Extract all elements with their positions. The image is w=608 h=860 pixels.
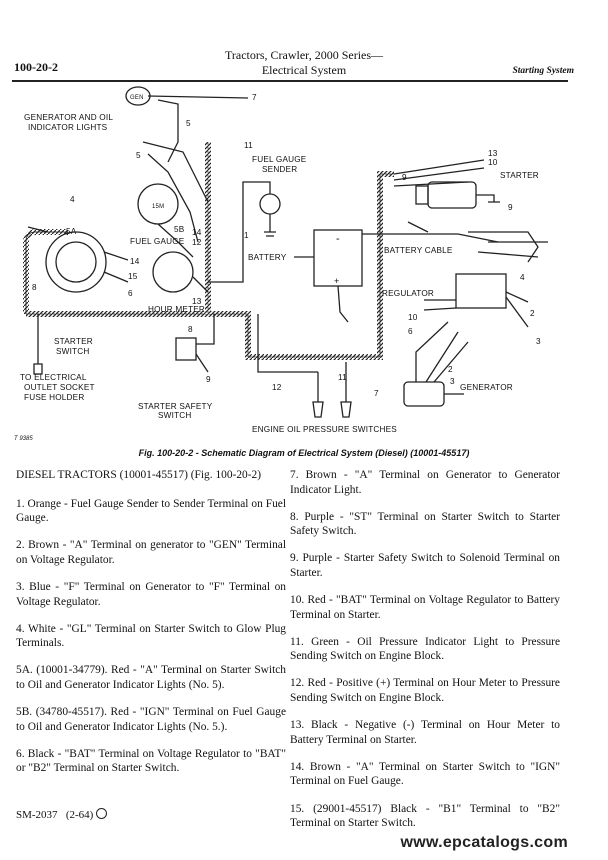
left-column: DIESEL TRACTORS (10001-45517) (Fig. 100-… xyxy=(16,468,286,788)
callout-num: 2 xyxy=(448,365,453,374)
callout-num: 12 xyxy=(192,238,202,247)
right-column: 7. Brown - "A" Terminal on Generator to … xyxy=(290,468,560,843)
callout-num: 8 xyxy=(188,325,193,334)
header-rule xyxy=(12,80,568,82)
callout-num: 5B xyxy=(174,225,185,234)
callout-num: 11 xyxy=(338,373,347,382)
callout-num: 4 xyxy=(520,273,525,282)
label-outlet-1: TO ELECTRICAL xyxy=(20,373,87,382)
callout-num: 14 xyxy=(192,228,202,237)
callout-num: 10 xyxy=(408,313,418,322)
label-gen-oil-lights-1: GENERATOR AND OIL xyxy=(24,113,113,122)
callout-num: 5 xyxy=(136,151,141,160)
wire-item: 5A. (10001-34779). Red - "A" Terminal on… xyxy=(16,664,286,691)
callout-num: 3 xyxy=(536,337,541,346)
callout-num: 15 xyxy=(128,272,138,281)
label-starter-safety-1: STARTER SAFETY xyxy=(138,402,213,411)
label-battery-pos: + xyxy=(334,276,339,286)
callout-num: 6 xyxy=(128,289,133,298)
label-battery-neg: - xyxy=(336,233,340,245)
figure-caption: Fig. 100-20-2 - Schematic Diagram of Ele… xyxy=(138,448,470,458)
label-fuel-gauge-sender-2: SENDER xyxy=(262,165,297,174)
wire-item: 2. Brown - "A" Terminal on generator to … xyxy=(16,539,286,566)
wire-item: 12. Red - Positive (+) Terminal on Hour … xyxy=(290,677,560,705)
label-hour-meter: HOUR METER xyxy=(148,305,205,314)
callout-num: 4 xyxy=(70,195,75,204)
wire-item: 4. White - "GL" Terminal on Starter Swit… xyxy=(16,622,286,650)
wire-item: 13. Black - Negative (-) Terminal on Hou… xyxy=(290,719,560,746)
wire-item: 7. Brown - "A" Terminal on Generator to … xyxy=(290,469,560,496)
union-bug-icon xyxy=(96,808,108,819)
callout-num: 9 xyxy=(402,173,407,182)
callout-num: 14 xyxy=(130,257,140,266)
footer: SM-2037 (2-64) xyxy=(16,808,108,821)
wire-item: 6. Black - "BAT" Terminal on Voltage Reg… xyxy=(16,747,286,775)
section-heading: DIESEL TRACTORS (10001-45517) (Fig. 100-… xyxy=(16,469,261,481)
callout-num: 5A xyxy=(66,227,77,236)
callout-num: 11 xyxy=(244,141,253,150)
wire-item: 9. Purple - Starter Safety Switch to Sol… xyxy=(290,552,560,579)
label-starter-switch-2: SWITCH xyxy=(56,347,90,356)
wire-item: 8. Purple - "ST" Terminal on Starter Swi… xyxy=(290,510,560,538)
label-outlet-2: OUTLET SOCKET xyxy=(24,383,95,392)
callout-num: 3 xyxy=(450,377,455,386)
label-gauge-dial: 15M xyxy=(152,204,164,210)
callout-num: 13 xyxy=(192,297,202,306)
callout-num: 9 xyxy=(206,375,211,384)
label-gen-bubble: GEN xyxy=(130,95,144,101)
wire-item: 11. Green - Oil Pressure Indicator Light… xyxy=(290,635,560,663)
wire-item: 15. (29001-45517) Black - "B1" Terminal … xyxy=(290,802,560,830)
label-starter-switch-1: STARTER xyxy=(54,337,93,346)
label-fuel-gauge-sender-1: FUEL GAUGE xyxy=(252,155,307,164)
callout-num: 9 xyxy=(508,203,513,212)
page-title-line1: Tractors, Crawler, 2000 Series— xyxy=(224,48,384,62)
watermark: www.epcatalogs.com xyxy=(400,834,568,851)
callout-num: 5 xyxy=(186,119,191,128)
label-fuel-gauge: FUEL GAUGE xyxy=(130,237,185,246)
wire-item: 14. Brown - "A" Terminal on Starter Swit… xyxy=(290,760,560,788)
wire-item: 1. Orange - Fuel Gauge Sender to Sender … xyxy=(16,497,286,525)
callout-num: 7 xyxy=(252,93,257,102)
label-pressure-switches: ENGINE OIL PRESSURE SWITCHES xyxy=(252,425,397,434)
callout-num: 7 xyxy=(374,389,379,398)
label-battery-cable: BATTERY CABLE xyxy=(384,246,453,255)
wiring-diagram: GENERATOR AND OIL INDICATOR LIGHTS FUEL … xyxy=(20,86,548,434)
wire-item: 3. Blue - "F" Terminal on Generator to "… xyxy=(16,580,286,608)
label-gen-oil-lights-2: INDICATOR LIGHTS xyxy=(28,123,108,132)
label-battery: BATTERY xyxy=(248,253,287,262)
wire-item: 5B. (34780-45517). Red - "IGN" Terminal … xyxy=(16,706,286,733)
label-starter-safety-2: SWITCH xyxy=(158,411,192,420)
callout-num: 8 xyxy=(32,283,37,292)
wire-item: 10. Red - "BAT" Terminal on Voltage Regu… xyxy=(290,594,560,621)
footer-date: (2-64) xyxy=(65,809,94,821)
page-title-line2: Electrical System xyxy=(261,63,347,77)
label-generator: GENERATOR xyxy=(460,383,513,392)
section-name: Starting System xyxy=(512,66,575,76)
callout-num: 13 xyxy=(488,149,498,158)
page-title: Tractors, Crawler, 2000 Series— Electric… xyxy=(0,48,608,78)
page-number: 100-20-2 xyxy=(14,60,58,74)
callout-num: 12 xyxy=(272,383,282,392)
footer-code: SM-2037 xyxy=(16,809,58,821)
label-outlet-3: FUSE HOLDER xyxy=(24,393,84,402)
callout-num: 2 xyxy=(530,309,535,318)
label-regulator: REGULATOR xyxy=(382,289,434,298)
callout-num: 1 xyxy=(244,231,249,240)
callout-num: 6 xyxy=(408,327,413,336)
label-starter: STARTER xyxy=(500,171,539,180)
figure-id: T 9385 xyxy=(14,436,33,442)
callout-num: 10 xyxy=(488,158,498,167)
